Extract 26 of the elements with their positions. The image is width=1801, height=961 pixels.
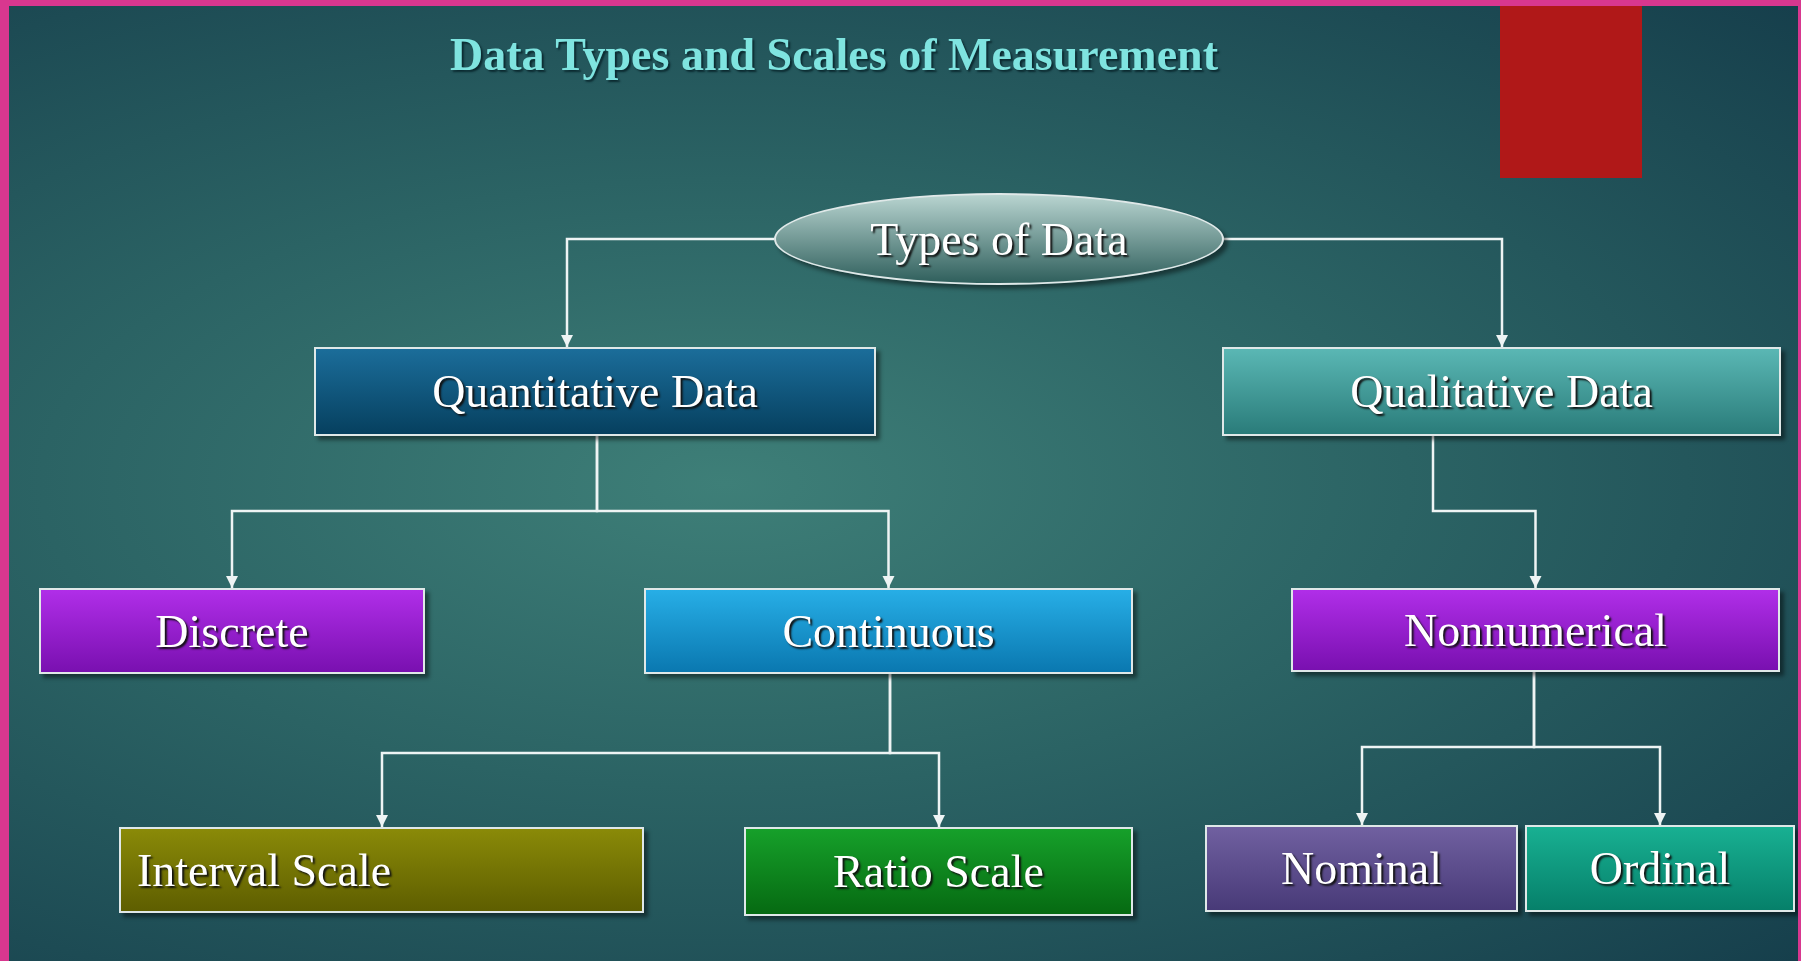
- title: Data Types and Scales of Measurement: [449, 28, 1219, 81]
- category-box: [1205, 825, 1518, 912]
- category-box: [39, 588, 425, 674]
- arrow: [1224, 237, 1509, 347]
- node-label: Quantitative Data: [432, 365, 758, 418]
- node-label: Interval Scale: [137, 843, 392, 897]
- arrow: [595, 436, 895, 588]
- arrow: [888, 674, 946, 827]
- node-label: Ratio Scale: [833, 845, 1044, 898]
- category-box: [1525, 825, 1795, 912]
- category-box: [314, 347, 876, 436]
- node-label: Ordinal: [1589, 842, 1731, 895]
- category-box: [1291, 588, 1780, 672]
- node-label: Nonnumerical: [1403, 603, 1668, 657]
- category-box: [119, 827, 644, 913]
- node-label: Nominal: [1281, 842, 1442, 895]
- node-label: Types of Data: [870, 212, 1128, 266]
- category-box: [744, 827, 1133, 916]
- arrow: [560, 237, 774, 347]
- node-label: Qualitative Data: [1350, 365, 1653, 418]
- category-box: [1222, 347, 1781, 436]
- arrow: [1431, 436, 1542, 588]
- node-label: Continuous: [782, 604, 995, 658]
- node-label: Discrete: [155, 604, 309, 658]
- arrow: [1532, 672, 1667, 825]
- category-box: [644, 588, 1133, 674]
